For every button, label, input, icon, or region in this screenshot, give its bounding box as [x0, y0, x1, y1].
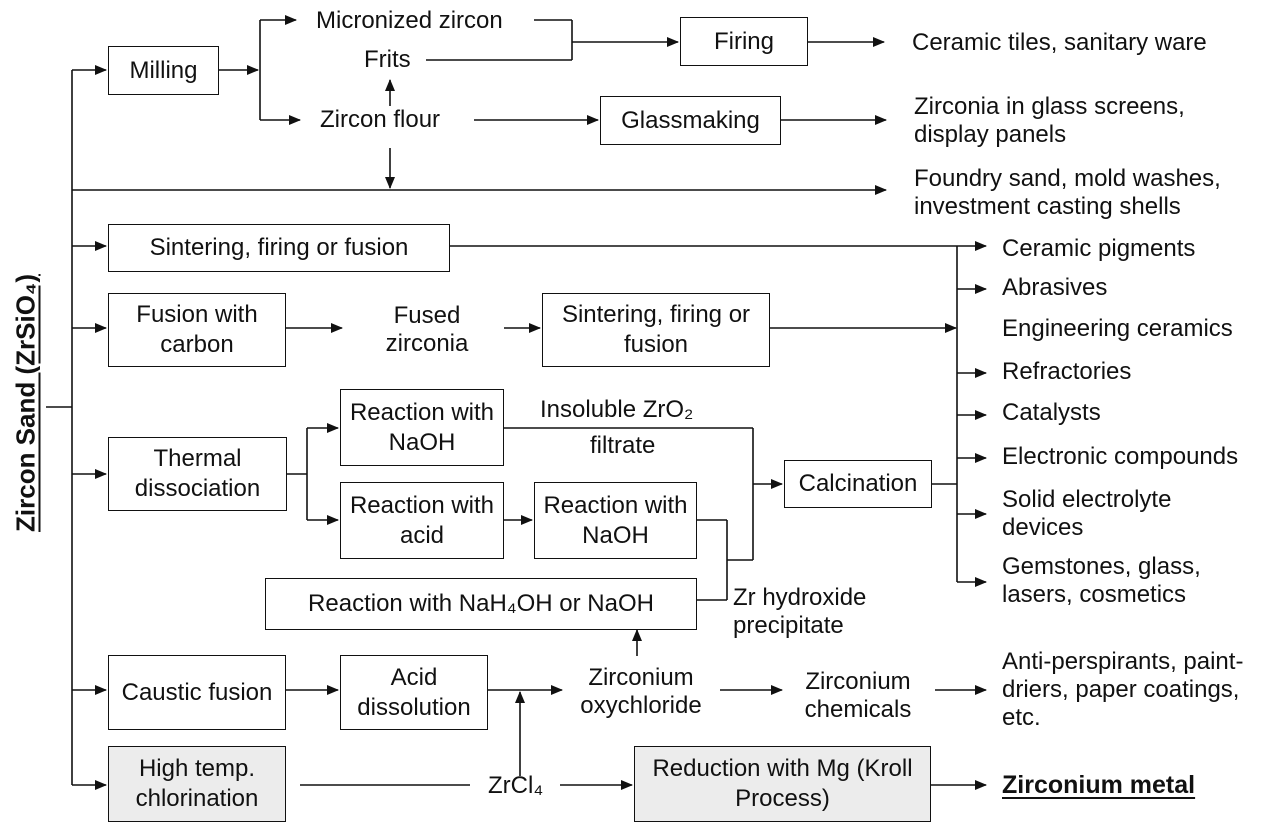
fusion-carbon-box: Fusion with carbon — [108, 293, 286, 367]
zirconium-oxychloride-label: Zirconium oxychloride — [580, 664, 702, 719]
zrcl4-label: ZrCl₄ — [488, 772, 544, 799]
product-engineering-ceramics: Engineering ceramics — [1002, 315, 1233, 342]
glassmaking-box: Glassmaking — [600, 96, 781, 145]
zr-hydroxide-label: Zr hydroxide precipitate — [733, 584, 867, 639]
zircon-flour-label: Zircon flour — [320, 106, 441, 133]
product-abrasives: Abrasives — [1002, 274, 1108, 301]
caustic-fusion-box: Caustic fusion — [108, 655, 286, 730]
product-ceramic-tiles: Ceramic tiles, sanitary ware — [912, 29, 1207, 56]
acid-dissolution-box: Acid dissolution — [340, 655, 488, 730]
sintering-box-1: Sintering, firing or fusion — [108, 224, 450, 272]
sintering-box-2: Sintering, firing or fusion — [542, 293, 770, 367]
micronized-zircon-label: Micronized zircon — [316, 7, 503, 34]
kroll-process-box: Reduction with Mg (Kroll Process) — [634, 746, 931, 822]
fused-zirconia-label: Fused zirconia — [385, 302, 469, 357]
zirconium-chemicals-label: Zirconium chemicals — [804, 668, 912, 723]
reaction-naoh-box-2: Reaction with NaOH — [534, 482, 697, 559]
chlorination-box: High temp. chlorination — [108, 746, 286, 822]
filtrate-label: filtrate — [590, 432, 656, 459]
frits-label: Frits — [364, 46, 411, 73]
calcination-box: Calcination — [784, 460, 932, 508]
product-glass-screens: Zirconia in glass screens, display panel… — [914, 93, 1185, 148]
product-foundry: Foundry sand, mold washes, investment ca… — [914, 165, 1221, 220]
product-gemstones: Gemstones, glass, lasers, cosmetics — [1002, 553, 1201, 608]
product-zirconium-metal: Zirconium metal — [1002, 771, 1196, 799]
thermal-dissociation-box: Thermal dissociation — [108, 437, 287, 511]
firing-box: Firing — [680, 17, 808, 66]
reaction-naoh-box-1: Reaction with NaOH — [340, 389, 504, 466]
reaction-nah4oh-box: Reaction with NaH₄OH or NaOH — [265, 578, 697, 630]
product-antiperspirants: Anti-perspirants, paint-driers, paper co… — [1002, 648, 1244, 731]
milling-box: Milling — [108, 46, 219, 95]
insoluble-zro2-label: Insoluble ZrO₂ — [540, 396, 694, 423]
product-ceramic-pigments: Ceramic pigments — [1002, 235, 1196, 262]
product-refractories: Refractories — [1002, 358, 1132, 385]
product-solid-electrolyte: Solid electrolyte devices — [1002, 486, 1172, 541]
reaction-acid-box: Reaction with acid — [340, 482, 504, 559]
product-catalysts: Catalysts — [1002, 399, 1101, 426]
product-electronic-compounds: Electronic compounds — [1002, 443, 1239, 470]
